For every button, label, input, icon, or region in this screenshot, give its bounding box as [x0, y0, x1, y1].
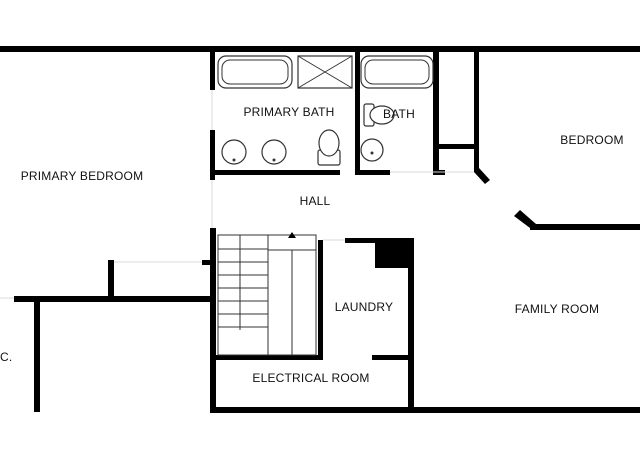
room-label-family-room: FAMILY ROOM	[515, 302, 599, 316]
toilet-primary	[317, 129, 341, 166]
outer-wall-top-right	[210, 46, 640, 52]
staircase	[217, 234, 317, 356]
wall-bath-right	[433, 52, 439, 172]
sink-primary-2	[261, 139, 287, 165]
wall-bedroom-closet-v	[474, 52, 479, 172]
room-label-closet-partial: C.	[0, 350, 12, 364]
wall-closet-top	[437, 144, 477, 149]
wall-stair-left	[210, 228, 216, 413]
wall-laundry-closet	[372, 355, 412, 360]
shower-stall	[297, 55, 353, 89]
wall-bedroom-diagonal-2	[514, 210, 536, 228]
room-label-primary-bath: PRIMARY BATH	[243, 105, 334, 119]
wall-bedroom-bottom	[530, 224, 640, 230]
room-label-laundry: LAUNDRY	[335, 300, 394, 314]
utility-box	[375, 240, 413, 268]
wall-laundry-right	[408, 238, 414, 413]
wall-primary-bedroom-bottom-left	[14, 296, 210, 302]
room-label-bedroom: BEDROOM	[560, 133, 623, 147]
room-label-electrical-room: ELECTRICAL ROOM	[252, 371, 369, 385]
wall-electrical-top	[215, 355, 323, 360]
sink-primary-1	[221, 139, 247, 165]
outer-wall-bottom	[210, 407, 640, 413]
outer-wall-top-left	[0, 46, 210, 52]
wall-bath-bottom-1	[210, 170, 340, 175]
room-label-bath: BATH	[383, 107, 415, 121]
wall-left-closet-v	[34, 302, 40, 412]
wall-closet-stub	[202, 260, 212, 265]
stair-up-arrow-icon	[288, 232, 296, 238]
room-label-hall: HALL	[300, 194, 331, 208]
bathtub-primary	[217, 55, 293, 89]
wall-bedroom-diagonal-1	[474, 168, 490, 184]
sink-bath	[360, 138, 384, 162]
wall-primary-bath-right	[355, 52, 360, 172]
room-label-primary-bedroom: PRIMARY BEDROOM	[21, 169, 144, 183]
wall-bath-left-lower	[210, 130, 215, 180]
wall-bath-bottom-2	[355, 170, 390, 175]
wall-closet-post	[108, 260, 114, 298]
wall-bath-left	[210, 52, 215, 90]
bathtub-bath	[360, 55, 434, 89]
wall-stair-right	[318, 240, 323, 355]
toilet-bath	[363, 103, 395, 127]
